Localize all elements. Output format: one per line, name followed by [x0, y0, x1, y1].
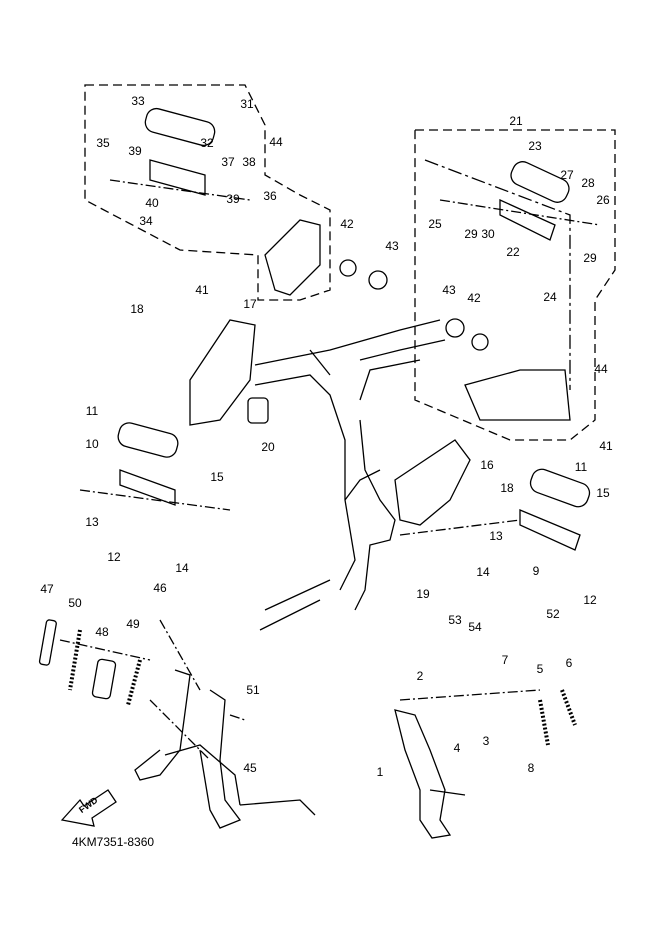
part-label: 27	[560, 168, 574, 182]
collar-42	[339, 259, 357, 277]
part-label: 32	[200, 136, 214, 150]
collar-43	[368, 270, 388, 290]
part-label: 44	[269, 135, 283, 149]
part-label: 53	[448, 613, 462, 627]
part-label: 15	[596, 486, 610, 500]
part-label: 36	[263, 189, 277, 203]
spring-6	[560, 689, 577, 726]
part-label: 43	[442, 283, 456, 297]
part-label: 7	[501, 653, 509, 667]
part-label: 20	[261, 440, 275, 454]
spring-49	[126, 659, 142, 706]
collar-20	[247, 397, 269, 424]
bracket-16	[394, 439, 471, 526]
part-label: 24	[543, 290, 557, 304]
part-label: 46	[153, 581, 167, 595]
bracket-17	[189, 319, 256, 426]
collar-42r	[471, 333, 489, 351]
part-label: 48	[95, 625, 109, 639]
part-label: 11	[574, 460, 588, 474]
part-label: 12	[107, 550, 121, 564]
part-label: 9	[532, 564, 540, 578]
part-label: 15	[210, 470, 224, 484]
part-label: 17	[243, 297, 257, 311]
frame-outline	[254, 319, 446, 631]
part-label: 6	[565, 656, 573, 670]
part-label: 30	[481, 227, 495, 241]
part-label: 39	[128, 144, 142, 158]
footpeg-rubber-11-left	[117, 422, 179, 458]
part-label: 26	[596, 193, 610, 207]
bracket-guide	[424, 159, 571, 390]
part-label: 37	[221, 155, 235, 169]
drawing-code: 4KM7351-8360	[72, 835, 155, 849]
bracket-right-rear	[464, 369, 571, 421]
part-label: 54	[468, 620, 482, 634]
part-label: 35	[96, 136, 110, 150]
side-stand-1	[394, 709, 466, 839]
part-label: 44	[594, 362, 608, 376]
part-label: 52	[546, 607, 560, 621]
part-label: 11	[85, 404, 99, 418]
part-label: 40	[145, 196, 159, 210]
part-label: 21	[509, 114, 523, 128]
part-label: 13	[489, 529, 503, 543]
part-label: 38	[242, 155, 256, 169]
part-label: 41	[599, 439, 613, 453]
part-label: 42	[467, 291, 481, 305]
part-label: 29	[583, 251, 597, 265]
part-label: 41	[195, 283, 209, 297]
part-label: 5	[536, 662, 544, 676]
part-label: 22	[506, 245, 520, 259]
part-label: 33	[131, 94, 145, 108]
center-stand-45	[134, 669, 316, 829]
bracket-left-rear	[264, 219, 321, 296]
part-label: 31	[240, 97, 254, 111]
spring-8	[538, 699, 550, 746]
assembly-21-outline	[414, 129, 616, 441]
part-label: 47	[40, 582, 54, 596]
part-label: 51	[246, 683, 260, 697]
footpeg-10	[119, 469, 176, 506]
part-label: 1	[376, 765, 384, 779]
part-label: 50	[68, 596, 82, 610]
part-label: 18	[500, 481, 514, 495]
part-label: 8	[527, 761, 535, 775]
part-label: 34	[139, 214, 153, 228]
part-label: 43	[385, 239, 399, 253]
part-label: 13	[85, 515, 99, 529]
part-label: 18	[130, 302, 144, 316]
part-label: 4	[453, 741, 461, 755]
part-label: 49	[126, 617, 140, 631]
part-label: 12	[583, 593, 597, 607]
part-label: 2	[416, 669, 424, 683]
footpeg-rubber-11-right	[529, 468, 591, 508]
part-label: 39	[226, 192, 240, 206]
part-label: 29	[464, 227, 478, 241]
footpeg-32	[149, 159, 206, 196]
part-label: 28	[581, 176, 595, 190]
collar-48	[91, 658, 117, 700]
part-label: 10	[85, 437, 99, 451]
part-label: 16	[480, 458, 494, 472]
footpeg-rubber-23	[510, 161, 570, 203]
part-label: 23	[528, 139, 542, 153]
part-label: 25	[428, 217, 442, 231]
part-label: 14	[175, 561, 189, 575]
part-label: 45	[243, 761, 257, 775]
part-label: 3	[482, 734, 490, 748]
assembly-31-outline	[84, 84, 331, 301]
footpeg-rubber-33	[144, 107, 216, 147]
part-label: 14	[476, 565, 490, 579]
spring-50	[68, 629, 82, 691]
collar-43r	[445, 318, 465, 338]
footpeg-9	[519, 509, 581, 551]
pin-47	[38, 619, 57, 666]
leader-lines	[59, 179, 601, 761]
part-label: 19	[416, 587, 430, 601]
part-label: 42	[340, 217, 354, 231]
fwd-arrow-icon	[60, 789, 117, 827]
